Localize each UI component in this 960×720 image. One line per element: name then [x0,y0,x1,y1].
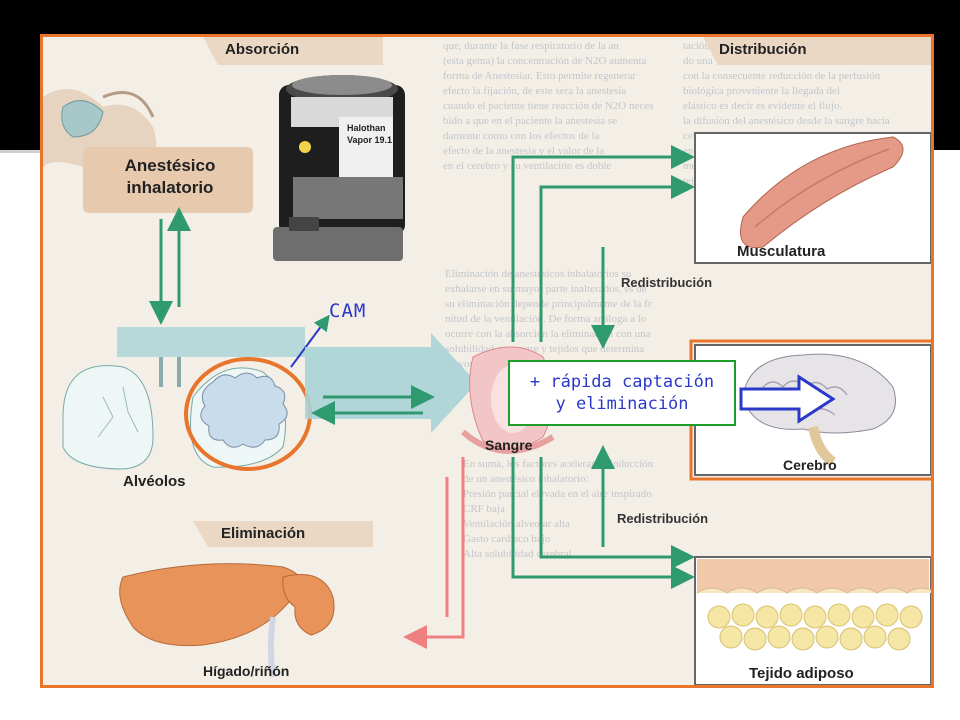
diagram-graphics [43,37,931,685]
alveolos-label: Alvéolos [123,473,186,490]
anestesico-box [83,147,253,213]
absorcion-header [203,37,383,65]
sangre-label: Sangre [485,437,533,453]
anestesico-label: Anestésico inhalatorio [95,155,245,199]
musculatura-label: Musculatura [737,243,826,260]
higado-label: Hígado/riñón [203,663,290,679]
musculatura-box [694,132,931,264]
captacion-annotation-box: + rápida captación y eliminación [508,360,736,426]
vaporizer-brand: Halothan [347,123,386,133]
alveoli-to-blood-arrow [305,333,477,433]
eliminacion-label: Eliminación [221,525,306,542]
cam-annotation: CAM [329,300,367,322]
tejido-label: Tejido adiposo [749,665,854,682]
anestesico-label-line2: inhalatorio [126,178,214,197]
absorption-arrows [149,207,191,325]
redistribucion-top-label: Redistribución [621,275,713,290]
distribution-arrows [511,145,695,589]
tejido-box [694,556,931,685]
vaporizer-illustration [273,75,405,261]
distribucion-header [703,37,931,65]
cam-pointer-arrow [290,314,330,368]
elimination-arrows [403,457,465,649]
cerebro-label: Cerebro [783,457,837,473]
eliminacion-header [193,521,373,547]
captacion-arrow [739,374,836,424]
background-text-left: que, durante la fase respiratorio de la … [443,40,654,172]
distribucion-label: Distribución [719,41,807,58]
captacion-line2: y eliminación [555,394,689,414]
vaporizer-model: Vapor 19.1 [347,135,393,145]
pharmacokinetics-figure: que, durante la fase respiratorio de la … [40,34,934,688]
liver-kidney-illustration [119,563,335,678]
alveoli-cluster [200,372,288,448]
absorcion-label: Absorción [225,41,300,58]
captacion-line1: + rápida captación [529,372,715,392]
anestesico-label-line1: Anestésico [124,156,216,175]
redistribucion-bottom-label: Redistribución [617,511,709,526]
